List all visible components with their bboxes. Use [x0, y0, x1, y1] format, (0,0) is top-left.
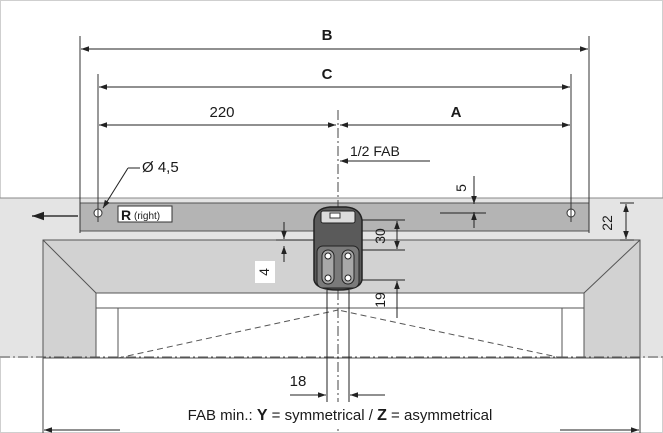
footer-z-letter: Z: [377, 407, 387, 424]
dim-label-b: B: [322, 27, 333, 44]
swing-line-right: [337, 309, 563, 359]
dim-label-18: 18: [290, 373, 307, 390]
footer-z-text: = asymmetrical: [387, 407, 492, 424]
direction-label-box: [117, 205, 173, 223]
door-opening: [95, 292, 585, 359]
footer-y-letter: Y: [257, 407, 268, 424]
footer-bg: [130, 402, 550, 426]
swing-line-left: [117, 309, 339, 359]
hole-diameter-label: Ø 4,5: [142, 159, 179, 176]
frame-bevel-right: [583, 239, 641, 294]
dim-label-4-bg: [255, 261, 275, 283]
dim-label-a: A: [451, 104, 462, 121]
closer-arm: [313, 206, 363, 291]
dim-label-220: 220: [209, 104, 234, 121]
footer-caption: FAB min.: Y = symmetrical / Z = asymmetr…: [188, 407, 493, 424]
dim-label-5: 5: [453, 184, 469, 192]
dim-label-30: 30: [372, 228, 388, 244]
dim-label-c: C: [322, 66, 333, 83]
direction-note: (right): [134, 211, 160, 222]
hole-leader: [102, 167, 129, 209]
footer-prefix: FAB min.:: [188, 407, 257, 424]
footer-y-text: = symmetrical /: [268, 407, 378, 424]
half-fab-label: 1/2 FAB: [350, 143, 400, 159]
dim-label-22: 22: [599, 215, 615, 231]
direction-letter: R: [121, 207, 131, 223]
dim-label-4: 4: [256, 268, 272, 276]
frame-bevel-left: [42, 239, 97, 294]
dim-label-19: 19: [372, 292, 388, 308]
